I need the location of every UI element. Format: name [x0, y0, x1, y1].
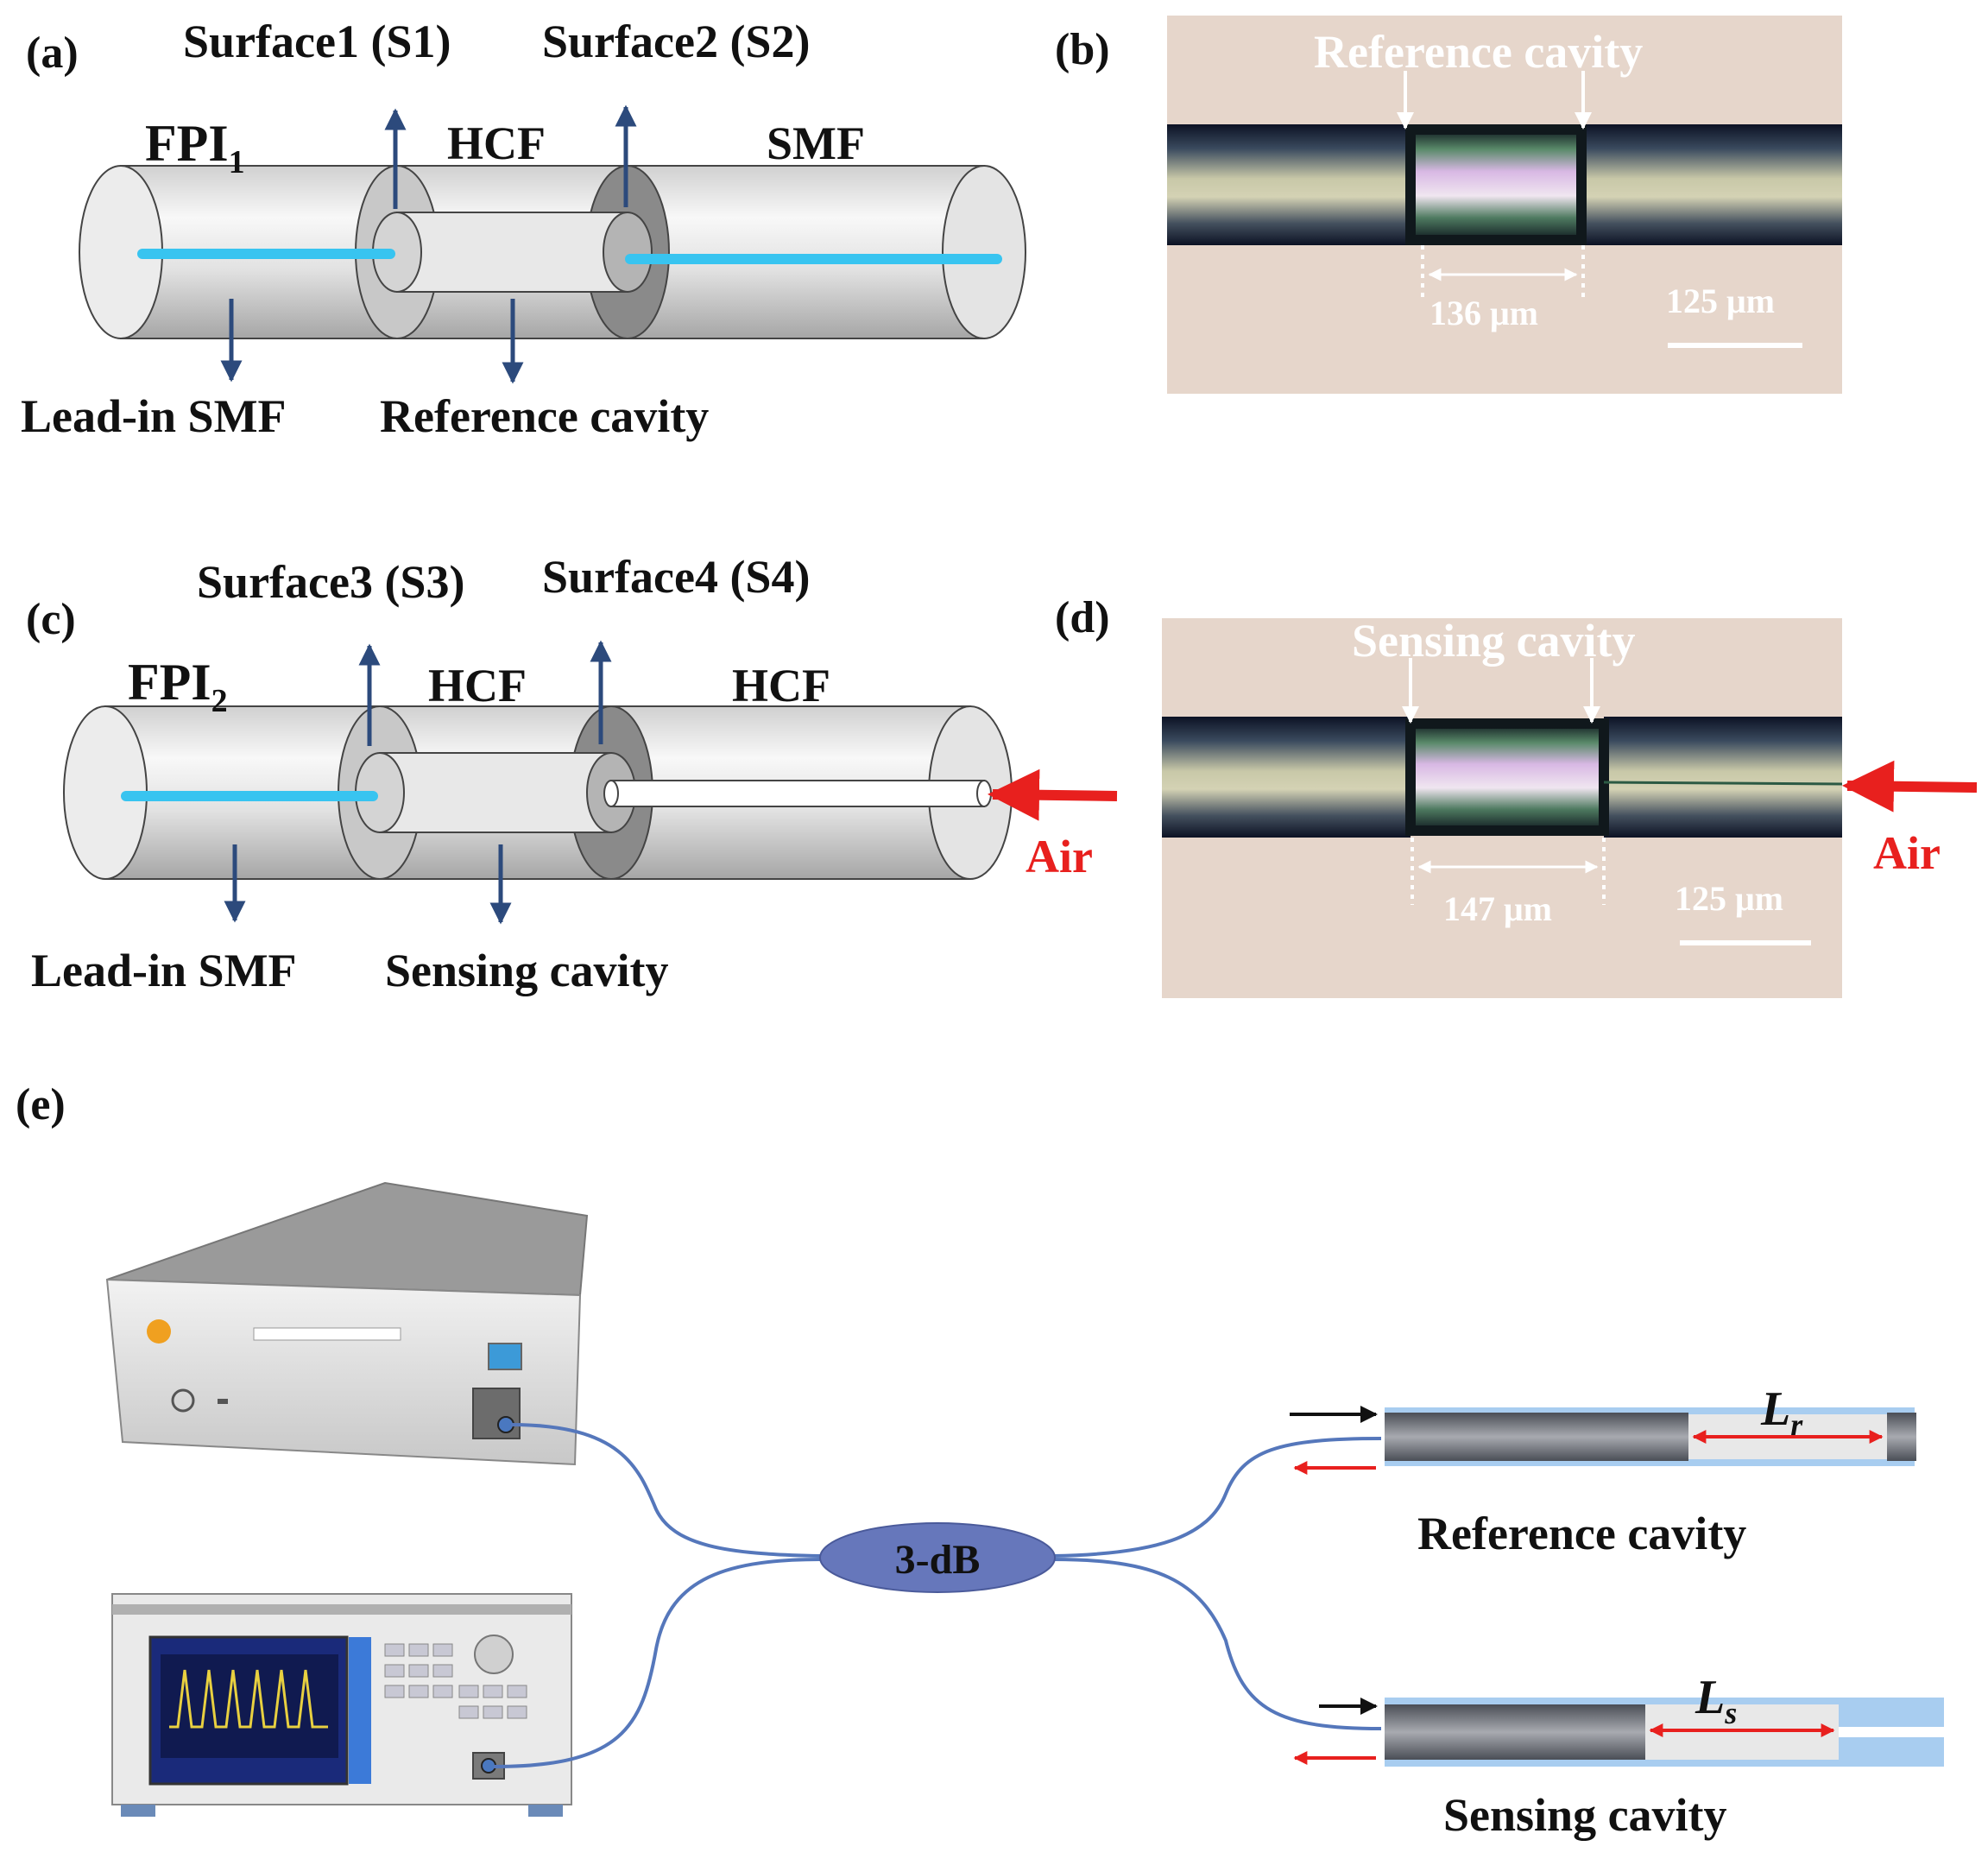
cable-coupler-to-reference — [1052, 1437, 1382, 1558]
fpi2-label: FPI2 — [128, 654, 228, 719]
sensing-fiber — [1293, 1698, 1944, 1767]
sensing-cavity-label-c: Sensing cavity — [385, 945, 669, 996]
lead-in-smf-label: Lead-in SMF — [21, 390, 287, 442]
source-port — [472, 1388, 521, 1439]
cable-osa-to-coupler — [493, 1558, 821, 1768]
panel-d-label: (d) — [1055, 593, 1110, 642]
cable-coupler-to-sensing — [1052, 1558, 1382, 1730]
reference-cavity-image — [1411, 130, 1581, 240]
fiber-d-left — [1162, 717, 1411, 838]
power-button-icon — [171, 1388, 195, 1413]
fiber-b-right — [1581, 124, 1842, 245]
ls-label: Ls — [1695, 1671, 1737, 1730]
hcf-label-c2: HCF — [732, 660, 830, 711]
length-d: 147 μm — [1443, 889, 1552, 928]
length-b: 136 μm — [1429, 294, 1538, 332]
lr-label: Lr — [1760, 1382, 1803, 1442]
osa-keypad — [384, 1643, 527, 1719]
panel-e: (e) — [16, 1080, 1944, 1841]
cable-source-to-coupler — [510, 1423, 821, 1558]
surface2-label: Surface2 (S2) — [542, 16, 810, 67]
hcf-tube — [396, 212, 628, 293]
panel-a-label: (a) — [26, 28, 79, 78]
reference-cavity-label-e: Reference cavity — [1417, 1508, 1746, 1559]
osa-device — [111, 1593, 572, 1817]
fiber-cables — [493, 1423, 1382, 1768]
source-display — [488, 1343, 522, 1370]
osa-knob — [474, 1635, 514, 1674]
surface4-label: Surface4 (S4) — [542, 551, 810, 603]
panel-a: (a) Surface1 (S1) Surface2 (S2) FPI1 HCF… — [21, 16, 1026, 442]
panel-d: (d) Sensing cavity 147 μm 125 μm Air — [1055, 593, 1978, 998]
reference-fiber — [1290, 1406, 1916, 1475]
scale-d: 125 μm — [1675, 879, 1783, 918]
air-channel — [610, 780, 985, 807]
panel-b: (b) Reference cavity 136 μm 125 μm — [1055, 16, 1842, 394]
light-source-device — [105, 1181, 589, 1466]
micro-d-title: Sensing cavity — [1352, 615, 1636, 667]
hcf-tube-c — [379, 752, 612, 833]
air-arrow-c — [988, 768, 1118, 821]
surface3-label: Surface3 (S3) — [197, 556, 464, 608]
air-arrow-d — [1842, 760, 1978, 813]
panel-b-label: (b) — [1055, 25, 1110, 74]
panel-c: (c) Surface3 (S3) Surface4 (S4) FPI2 HCF… — [26, 551, 1118, 996]
micro-b-title: Reference cavity — [1314, 26, 1643, 78]
fiber-d-right — [1604, 717, 1842, 838]
air-label-c: Air — [1026, 831, 1093, 882]
surface1-label: Surface1 (S1) — [183, 16, 451, 67]
air-label-d: Air — [1873, 827, 1941, 879]
panel-e-label: (e) — [16, 1080, 66, 1129]
fiber-b-left — [1167, 124, 1411, 245]
lead-in-smf-label-c: Lead-in SMF — [31, 945, 297, 996]
osa-trace — [169, 1669, 328, 1729]
coupler-3db — [819, 1522, 1056, 1593]
fpi1-label: FPI1 — [145, 115, 245, 180]
fpi2-diagram — [63, 705, 1013, 880]
reference-cavity-label: Reference cavity — [380, 390, 709, 442]
fpi1-diagram — [79, 165, 1026, 339]
sensing-cavity-label-e: Sensing cavity — [1443, 1789, 1727, 1841]
hcf-label: HCF — [447, 117, 546, 169]
panel-c-label: (c) — [26, 595, 76, 644]
scale-b: 125 μm — [1666, 281, 1775, 320]
coupler-label: 3-dB — [895, 1537, 981, 1583]
hcf-label-c1: HCF — [428, 660, 527, 711]
sun-logo-icon — [147, 1319, 171, 1344]
smf-label: SMF — [767, 117, 865, 169]
sensing-cavity-image — [1411, 724, 1604, 831]
